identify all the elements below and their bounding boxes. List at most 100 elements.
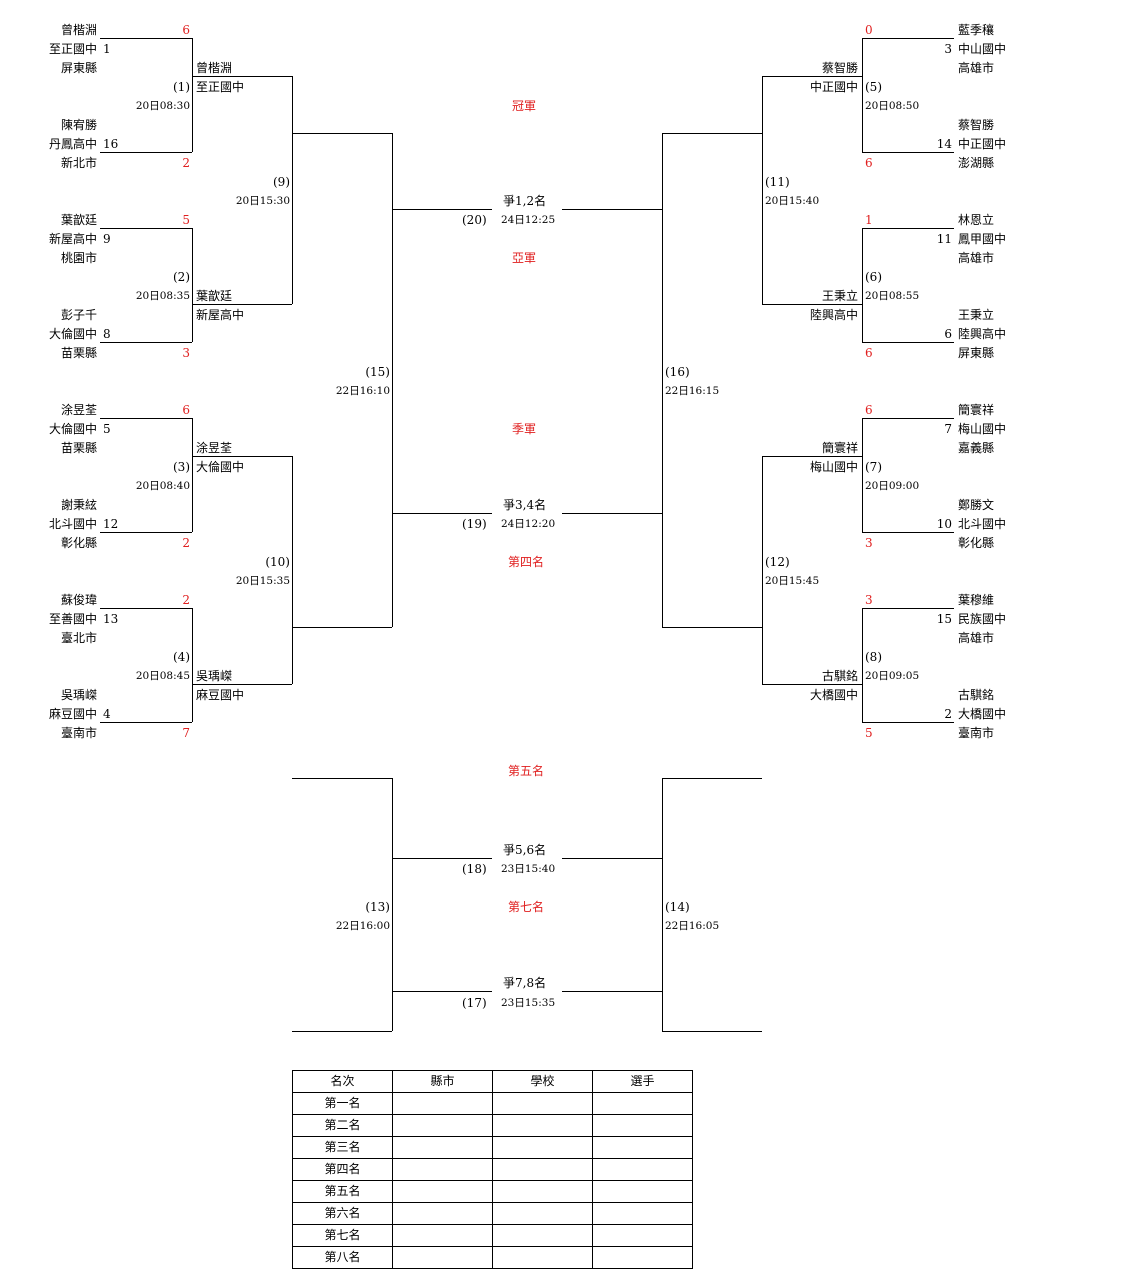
match-score: 7 bbox=[182, 726, 190, 740]
player-name: 葉穆維 bbox=[958, 593, 995, 607]
player-seed: 14 bbox=[936, 137, 952, 151]
rank-label: 第六名 bbox=[292, 1202, 393, 1225]
player-seed: 5 bbox=[103, 422, 111, 436]
match-score: 6 bbox=[182, 23, 190, 37]
winner-name: 曾楷淵 bbox=[196, 61, 233, 75]
rank-label: 第一名 bbox=[292, 1092, 393, 1115]
final-title: 爭7,8名 bbox=[503, 976, 547, 990]
bracket-line bbox=[562, 513, 662, 514]
player-seed: 1 bbox=[103, 42, 111, 56]
place-label-fourth: 第四名 bbox=[508, 555, 545, 569]
header-school: 學校 bbox=[492, 1070, 593, 1093]
player-county: 桃園市 bbox=[60, 251, 97, 265]
player-school: 民族國中 bbox=[958, 612, 1007, 626]
match-number: (6) bbox=[865, 270, 882, 284]
bracket-line bbox=[762, 456, 862, 457]
match-time: 20日09:05 bbox=[865, 670, 920, 682]
player-school: 至正國中 bbox=[48, 42, 97, 56]
bracket-line bbox=[292, 778, 392, 779]
match-number: (11) bbox=[765, 175, 790, 189]
match-time: 20日08:50 bbox=[865, 100, 920, 112]
player-cell bbox=[592, 1224, 693, 1247]
place-label-third: 季軍 bbox=[512, 422, 537, 436]
bracket-line bbox=[292, 1031, 392, 1032]
county-cell bbox=[392, 1224, 493, 1247]
match-time: 20日08:45 bbox=[135, 670, 190, 682]
place-label-runner-up: 亞軍 bbox=[512, 251, 537, 265]
player-seed: 13 bbox=[103, 612, 119, 626]
player-school: 陸興高中 bbox=[958, 327, 1007, 341]
bracket-line bbox=[662, 133, 762, 134]
match-score: 6 bbox=[865, 156, 873, 170]
match-score: 3 bbox=[865, 536, 873, 550]
winner-school: 大倫國中 bbox=[196, 460, 245, 474]
match-time: 22日16:00 bbox=[335, 920, 390, 932]
player-county: 臺南市 bbox=[958, 726, 995, 740]
bracket-line bbox=[862, 418, 863, 532]
player-name: 陳宥勝 bbox=[60, 118, 97, 132]
player-cell bbox=[592, 1136, 693, 1159]
match-number: (20) bbox=[462, 213, 487, 227]
match-score: 6 bbox=[865, 346, 873, 360]
table-row: 第一名 bbox=[292, 1092, 693, 1115]
place-label-fifth: 第五名 bbox=[508, 764, 545, 778]
player-cell bbox=[592, 1202, 693, 1225]
player-seed: 3 bbox=[944, 42, 952, 56]
bracket-line bbox=[662, 778, 663, 1031]
player-seed: 12 bbox=[103, 517, 119, 531]
bracket-line bbox=[862, 418, 954, 419]
bracket-line bbox=[662, 133, 663, 627]
bracket-line bbox=[862, 38, 954, 39]
match-number: (14) bbox=[665, 900, 690, 914]
bracket-line bbox=[562, 991, 662, 992]
player-county: 高雄市 bbox=[958, 631, 995, 645]
bracket-line bbox=[192, 684, 292, 685]
bracket-line bbox=[662, 1031, 762, 1032]
match-number: (13) bbox=[365, 900, 390, 914]
bracket-line bbox=[762, 76, 763, 304]
player-county: 澎湖縣 bbox=[958, 156, 995, 170]
bracket-line bbox=[292, 627, 392, 628]
match-time: 24日12:25 bbox=[501, 214, 556, 226]
bracket-line bbox=[762, 304, 862, 305]
player-school: 大橋國中 bbox=[958, 707, 1007, 721]
player-name: 曾楷淵 bbox=[60, 23, 97, 37]
player-county: 高雄市 bbox=[958, 61, 995, 75]
match-score: 1 bbox=[865, 213, 873, 227]
match-number: (2) bbox=[173, 270, 190, 284]
match-number: (10) bbox=[265, 555, 290, 569]
player-county: 屏東縣 bbox=[60, 61, 97, 75]
winner-school: 中正國中 bbox=[809, 80, 858, 94]
player-name: 林恩立 bbox=[958, 213, 995, 227]
player-school: 北斗國中 bbox=[958, 517, 1007, 531]
match-number: (4) bbox=[173, 650, 190, 664]
bracket-line bbox=[862, 38, 863, 152]
bracket-line bbox=[292, 456, 293, 684]
bracket-line bbox=[192, 608, 193, 722]
bracket-line bbox=[862, 722, 954, 723]
final-title: 爭3,4名 bbox=[503, 498, 547, 512]
player-school: 北斗國中 bbox=[48, 517, 97, 531]
player-seed: 16 bbox=[103, 137, 119, 151]
player-cell bbox=[592, 1092, 693, 1115]
winner-name: 蔡智勝 bbox=[821, 61, 858, 75]
header-county: 縣市 bbox=[392, 1070, 493, 1093]
rank-label: 第二名 bbox=[292, 1114, 393, 1137]
player-name: 古騏銘 bbox=[958, 688, 995, 702]
school-cell bbox=[492, 1114, 593, 1137]
player-seed: 6 bbox=[944, 327, 952, 341]
bracket-line bbox=[862, 532, 954, 533]
match-number: (7) bbox=[865, 460, 882, 474]
player-school: 新屋高中 bbox=[48, 232, 97, 246]
bracket-line bbox=[192, 228, 193, 342]
match-time: 20日08:35 bbox=[135, 290, 190, 302]
bracket-line bbox=[392, 513, 492, 514]
match-time: 20日08:40 bbox=[135, 480, 190, 492]
bracket-line bbox=[192, 418, 193, 532]
bracket-line bbox=[192, 304, 292, 305]
player-name: 涂昱荃 bbox=[60, 403, 97, 417]
match-time: 20日15:45 bbox=[765, 575, 820, 587]
table-row: 第二名 bbox=[292, 1114, 693, 1137]
match-score: 2 bbox=[182, 536, 190, 550]
player-name: 蘇俊瑋 bbox=[60, 593, 97, 607]
